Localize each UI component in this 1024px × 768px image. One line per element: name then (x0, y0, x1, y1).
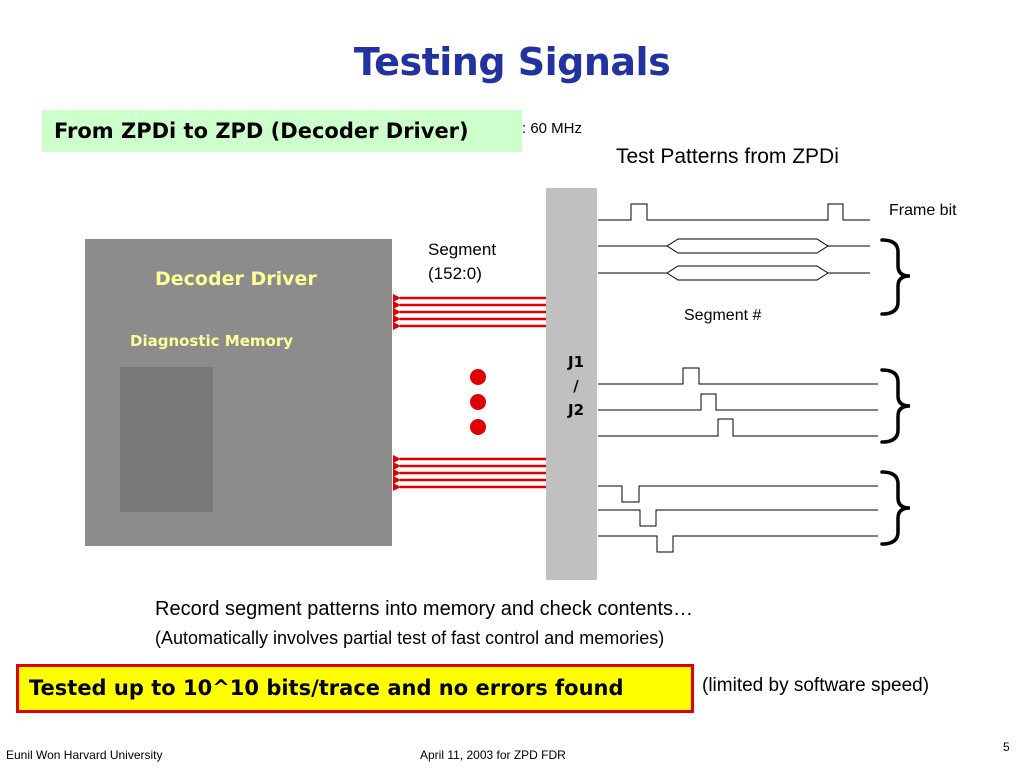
footer-date: April 11, 2003 for ZPD FDR (420, 748, 566, 762)
frequency-label: : 60 MHz (522, 120, 583, 137)
positive-pulse-waveform (598, 418, 878, 437)
result-box: Tested up to 10^10 bits/trace and no err… (16, 664, 694, 713)
negative-pulse-waveform (598, 509, 878, 527)
positive-pulse-waveform (598, 393, 878, 411)
segment-range-label: Segment (152:0) (428, 240, 497, 283)
segment-bus-waveform (666, 272, 829, 281)
page-number: 5 (1003, 740, 1010, 754)
positive-pulse-waveform (598, 367, 878, 385)
brace (880, 238, 911, 316)
automatic-test-note: (Automatically involves partial test of … (155, 628, 665, 648)
ellipsis-dot (470, 419, 486, 435)
brace (880, 470, 911, 546)
upper-signal-arrows (393, 294, 546, 330)
curly-braces (880, 238, 911, 546)
segment-bus-waveform (598, 238, 870, 247)
diagnostic-memory-block (120, 367, 213, 512)
ellipsis-dot (470, 369, 486, 385)
record-description: Record segment patterns into memory and … (155, 598, 694, 620)
negative-pulse-waveform (598, 485, 878, 503)
frame-bit-waveform (598, 203, 870, 221)
ellipsis-dot (470, 394, 486, 410)
slide-title: Testing Signals (353, 40, 671, 84)
waveforms (598, 203, 878, 553)
connector-label: J1 / J2 (567, 353, 585, 419)
decoder-driver-label: Decoder Driver (155, 268, 317, 290)
frame-bit-label: Frame bit (889, 202, 957, 219)
j1-j2-connector (546, 188, 597, 580)
negative-pulse-waveform (598, 535, 878, 553)
brace (880, 368, 911, 444)
segment-number-label: Segment # (684, 307, 762, 324)
diagnostic-memory-label: Diagnostic Memory (130, 332, 294, 350)
footer-author: Eunil Won Harvard University (6, 748, 163, 762)
limited-speed-note: (limited by software speed) (702, 675, 930, 696)
source-destination-box: From ZPDi to ZPD (Decoder Driver) (42, 110, 522, 152)
test-patterns-label: Test Patterns from ZPDi (616, 145, 839, 168)
segment-bus-waveform (598, 265, 870, 274)
segment-bus-waveform (666, 245, 829, 254)
lower-signal-arrows (393, 455, 546, 491)
